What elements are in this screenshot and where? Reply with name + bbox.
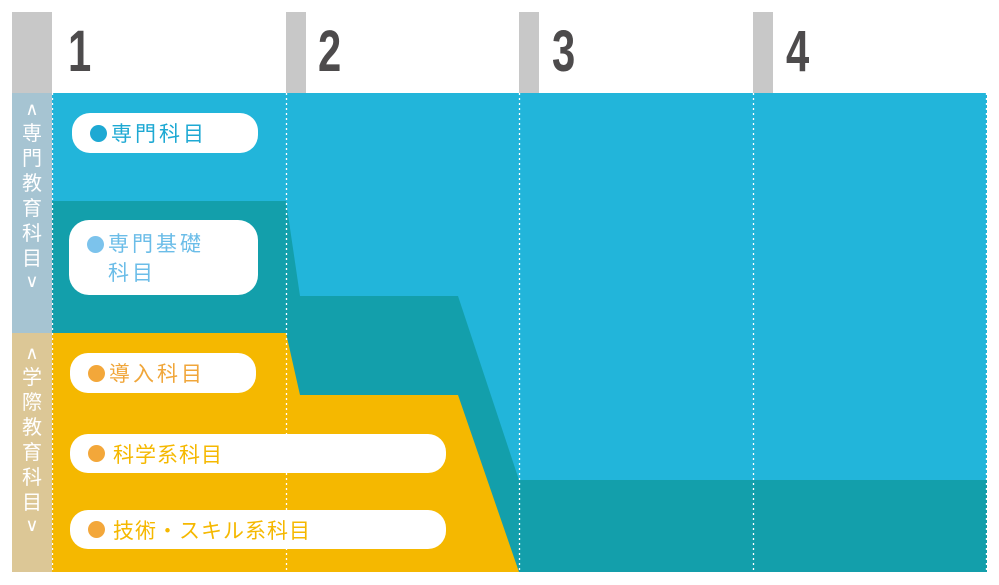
side-char: 科 — [22, 465, 42, 489]
side-char: 門 — [22, 146, 42, 170]
category-label-line1: 専門基礎 — [108, 232, 204, 256]
side-char: 学 — [22, 365, 42, 389]
side-char: 育 — [22, 440, 42, 464]
year-4-header-bar — [753, 12, 773, 93]
side-char: 教 — [22, 415, 42, 439]
category-foundation-subjects: 専門基礎 科目 — [69, 220, 258, 295]
category-specialized-subjects: 専門科目 — [72, 113, 258, 153]
orange-dot-icon — [88, 521, 105, 538]
year-1-label: 1 — [68, 19, 92, 84]
orange-dot-icon — [88, 364, 105, 382]
category-science-subjects: 科学系科目 — [70, 434, 446, 473]
category-label: 科学系科目 — [113, 442, 223, 467]
year-4-label: 4 — [786, 19, 810, 84]
category-technology-skill-subjects: 技術・スキル系科目 — [70, 510, 446, 549]
light-blue-dot-icon — [87, 236, 104, 253]
down-arrow-icon: ∨ — [25, 271, 39, 292]
side-char: 教 — [22, 171, 42, 195]
side-char: 目 — [22, 490, 42, 514]
year-1-header-bar — [12, 12, 52, 93]
orange-dot-icon — [88, 445, 105, 462]
blue-dot-icon — [90, 124, 107, 142]
category-label: 専門科目 — [111, 122, 207, 146]
side-char: 目 — [22, 246, 42, 270]
side-char: 育 — [22, 196, 42, 220]
year-2-label: 2 — [318, 19, 342, 84]
side-char: 専 — [22, 121, 42, 145]
up-arrow-icon: ∧ — [25, 99, 39, 120]
category-label-line2: 科目 — [108, 261, 156, 285]
category-label: 技術・スキル系科目 — [113, 518, 311, 543]
year-3-header-bar — [519, 12, 539, 93]
side-char: 際 — [22, 390, 42, 414]
side-char: 科 — [22, 221, 42, 245]
year-2-header-bar — [286, 12, 306, 93]
year-3-label: 3 — [552, 19, 576, 84]
category-label: 導入科目 — [109, 362, 205, 386]
specialized-education-side-label: ∧ 専 門 教 育 科 目 ∨ — [12, 93, 52, 333]
category-label-group: 専門基礎 科目 — [108, 230, 204, 288]
interdisciplinary-education-side-label: ∧ 学 際 教 育 科 目 ∨ — [12, 333, 52, 572]
up-arrow-icon: ∧ — [25, 343, 39, 364]
category-introductory-subjects: 導入科目 — [70, 353, 256, 393]
down-arrow-icon: ∨ — [25, 515, 39, 536]
